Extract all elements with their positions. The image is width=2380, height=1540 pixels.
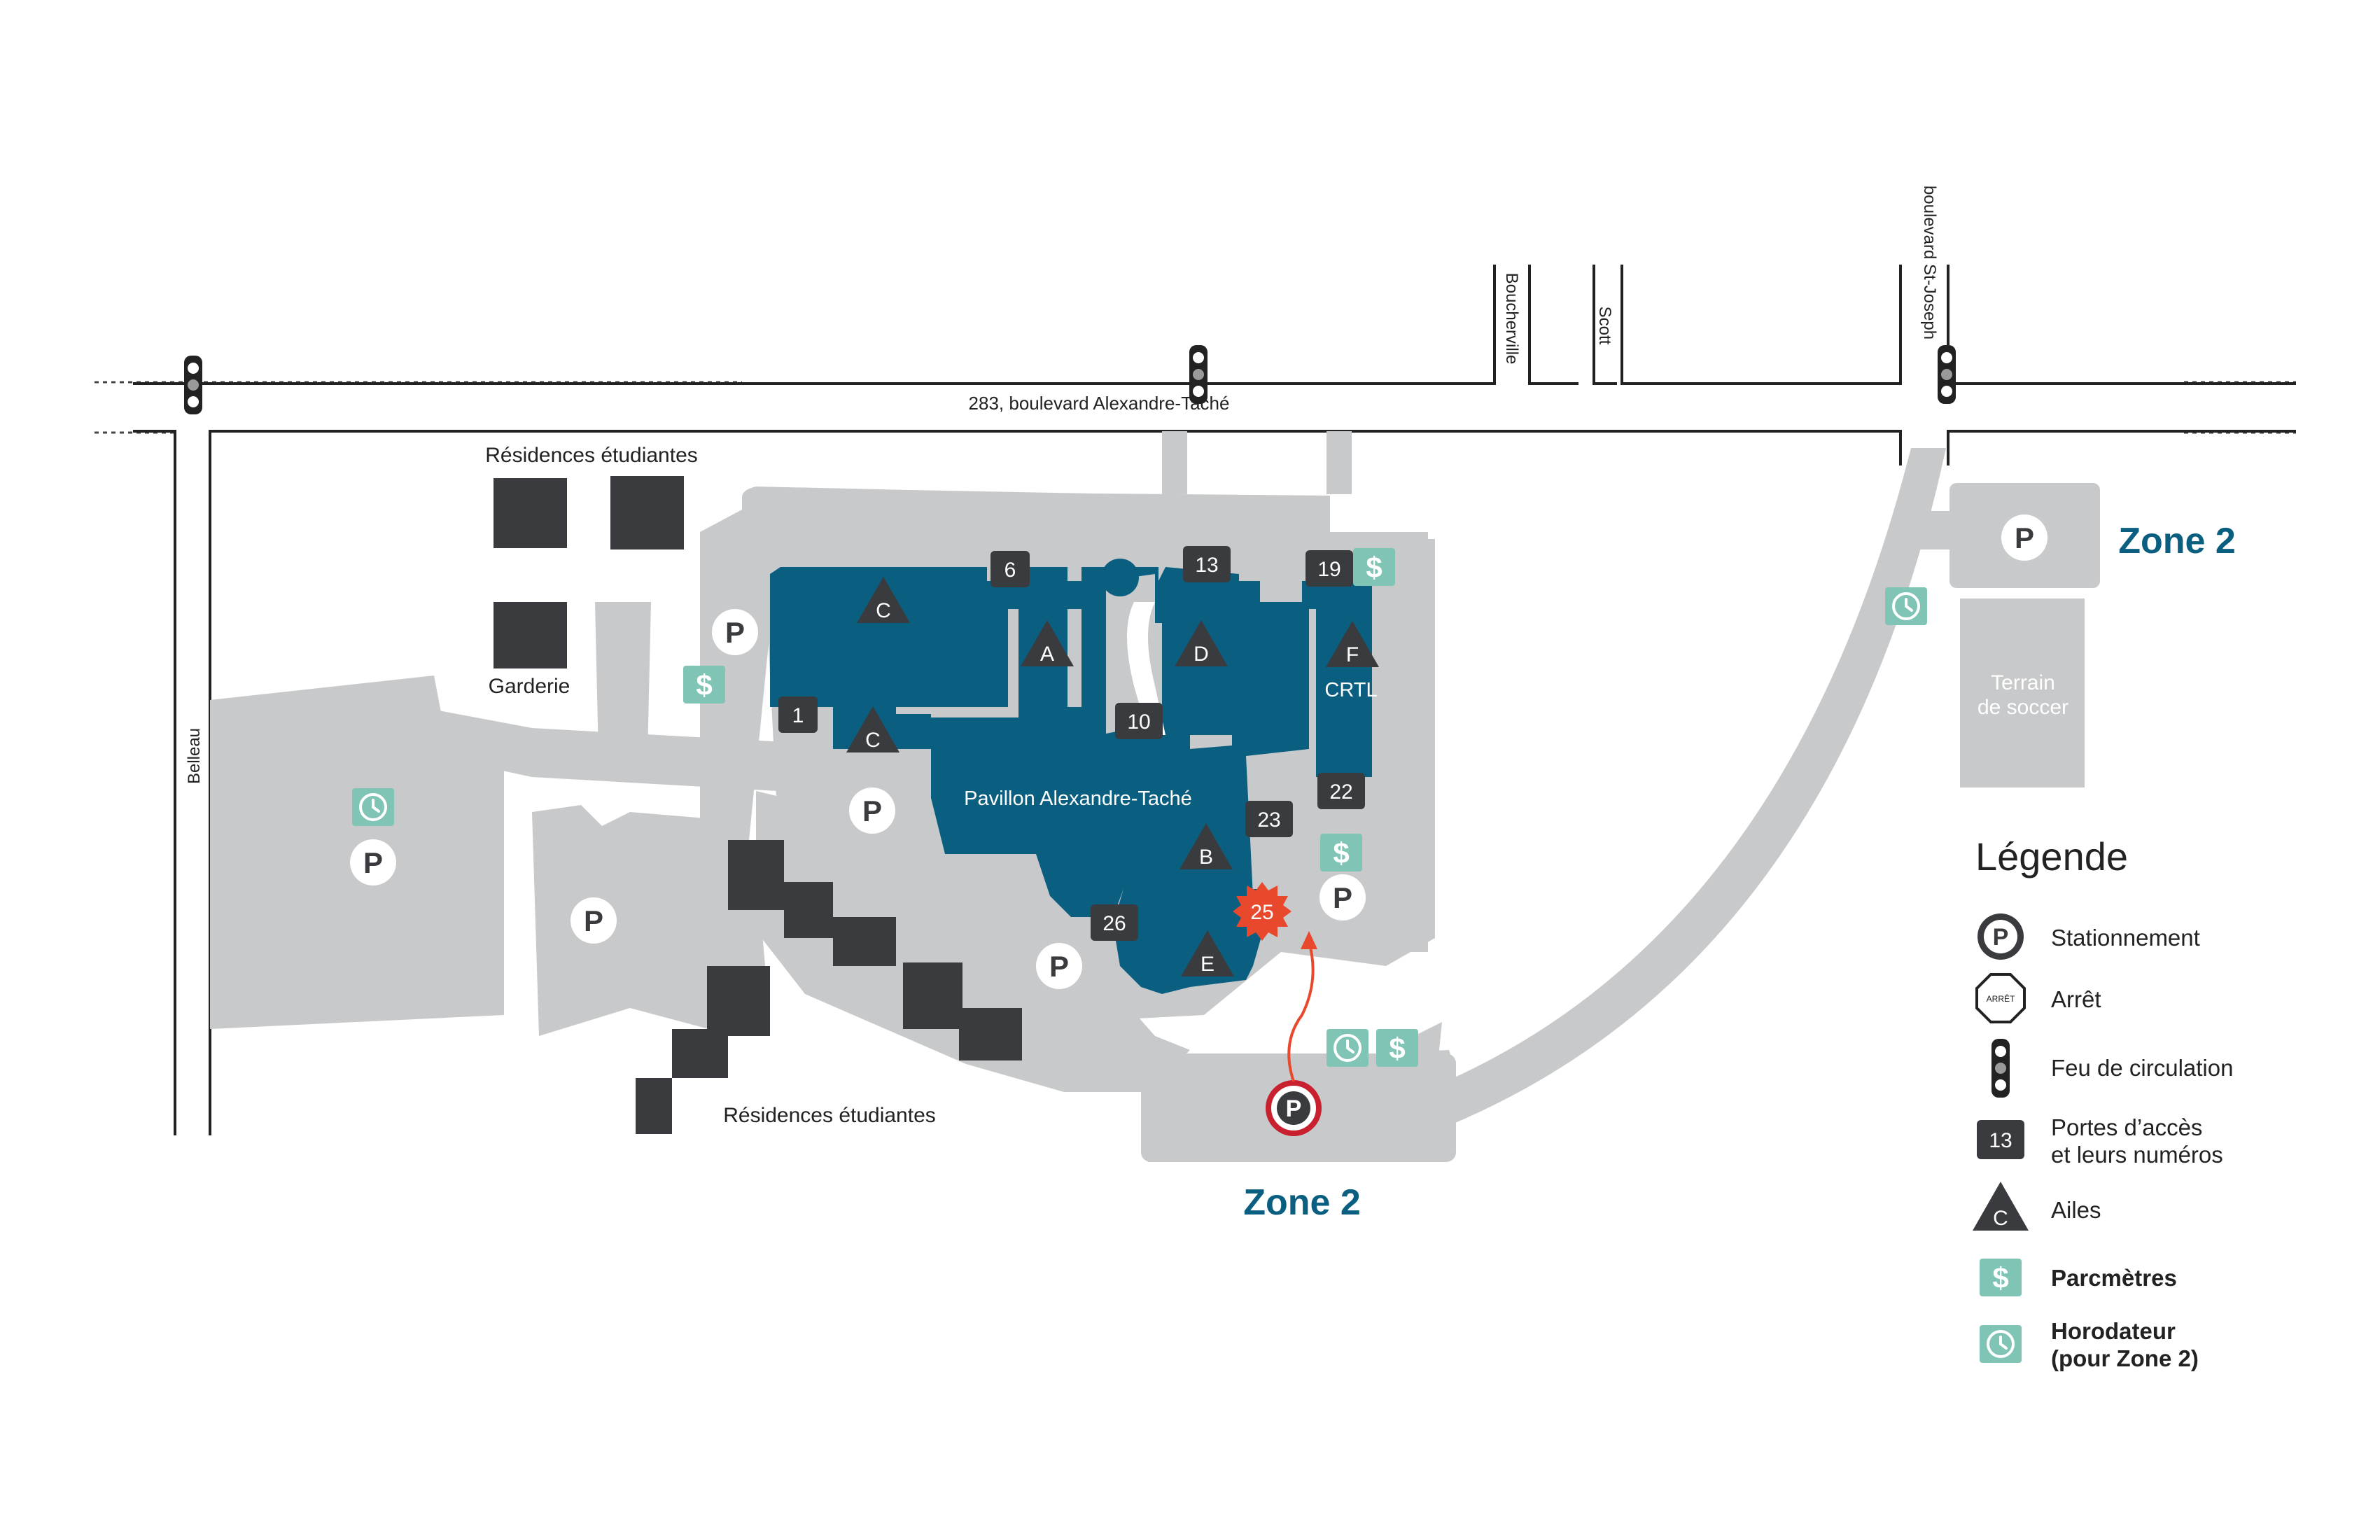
clock-icon [1978,1324,2023,1364]
wing-triangle-icon: C [1973,1182,2029,1231]
wing-triangle-icon: A [1021,620,1074,666]
zone-label-bottom: Zone 2 [1243,1182,1361,1223]
parking-icon[interactable] [1320,874,1366,920]
courtyard-path [1127,602,1166,735]
parking-icon[interactable] [2001,514,2047,561]
svg-text:26: 26 [1102,912,1126,935]
parking-icon[interactable] [350,839,396,886]
parking-icon[interactable] [570,897,617,944]
legend-feu: Feu de circulation [2051,1055,2233,1081]
svg-text:D: D [1194,643,1209,666]
legend-title: Légende [1975,834,2128,878]
label-residences-top: Résidences étudiantes [485,444,698,467]
parking-icon: P [1977,913,2024,960]
route-arrow-head [1301,931,1317,949]
legend: Légende P Stationnement ARRÊT Arrêt Feu … [1973,834,2233,1371]
wing-triangle-icon: E [1181,930,1234,976]
svg-text:$: $ [696,668,712,701]
door-badge-icon: 13 [1977,1120,2024,1159]
legend-horodateur-line2: (pour Zone 2) [2051,1345,2199,1371]
wing-triangle-icon: F [1326,621,1379,667]
door-badge-icon: 22 [1317,773,1365,809]
svg-text:C: C [1993,1207,2008,1230]
svg-text:ARRÊT: ARRÊT [1987,993,2015,1004]
label-terrain-2: de soccer [1977,696,2068,719]
svg-text:13: 13 [1195,554,1218,577]
stop-sign-icon: ARRÊT [1975,973,2026,1023]
svg-text:F: F [1346,643,1359,666]
svg-text:13: 13 [1989,1129,2012,1152]
svg-text:C: C [876,599,891,622]
svg-text:E: E [1200,953,1214,976]
street-label-boucherville: Boucherville [1502,273,1521,365]
legend-arret: Arrêt [2051,986,2101,1012]
legend-portes-line2: et leurs numéros [2051,1142,2223,1168]
meter-icon: $ [683,666,725,704]
meter-icon: $ [1353,548,1395,586]
legend-horodateur-line1: Horodateur [2051,1318,2176,1344]
traffic-light-icon [184,356,202,414]
svg-text:19: 19 [1317,558,1340,581]
meter-icon: $ [1320,834,1362,872]
door-badge-icon: 6 [990,551,1030,587]
clock-icon [351,787,396,827]
street-label-scott: Scott [1595,307,1614,345]
svg-text:$: $ [1333,836,1349,869]
wing-triangle-icon: D [1175,620,1228,666]
residence-buildings [493,476,1022,1134]
traffic-light-icon [1991,1039,2010,1098]
door-badge-icon: 1 [778,696,818,733]
door-badge-icon: 23 [1245,801,1293,837]
label-pavillon: Pavillon Alexandre-Taché [964,788,1192,810]
wing-triangle-icon: C [857,577,910,623]
street-label-main: 283, boulevard Alexandre-Taché [969,393,1230,414]
route-arrow [1287,941,1315,1082]
svg-text:$: $ [1366,551,1382,584]
traffic-light-icon [1938,345,1956,404]
door-badge-icon-25: 25 [1233,882,1292,941]
parking-icon[interactable] [1036,943,1082,989]
label-residences-bottom: Résidences étudiantes [723,1104,936,1127]
door-badge-icon: 13 [1183,546,1231,582]
wing-triangle-icon: B [1180,823,1233,869]
door-badge-icon: 10 [1115,703,1163,739]
pavillon-building [770,559,1372,994]
parking-icon[interactable] [712,609,758,655]
svg-text:P: P [1286,1096,1302,1122]
svg-text:C: C [865,729,881,752]
svg-text:22: 22 [1329,780,1352,804]
svg-text:B: B [1199,846,1213,869]
legend-parcmetres: Parcmètres [2051,1265,2177,1291]
label-garderie: Garderie [489,675,570,698]
legend-portes-line1: Portes d’accès [2051,1114,2202,1140]
legend-stationnement: Stationnement [2051,925,2200,951]
svg-text:23: 23 [1257,808,1280,832]
parking-icon[interactable] [849,788,895,834]
svg-text:10: 10 [1127,710,1150,734]
door-badge-icon: 26 [1091,904,1138,941]
meter-icon: $ [1376,1029,1418,1067]
parking-icon-highlighted[interactable]: P [1266,1080,1322,1136]
clock-icon [1325,1028,1370,1068]
label-crtl: CRTL [1324,679,1377,701]
svg-text:$: $ [1389,1032,1405,1065]
svg-text:1: 1 [792,704,804,727]
meter-icon: $ [1980,1259,2022,1296]
svg-text:25: 25 [1250,901,1273,924]
label-terrain-1: Terrain [1991,671,2055,694]
door-badge-icon: 19 [1306,550,1353,587]
svg-text:$: $ [1992,1261,2008,1294]
legend-ailes: Ailes [2051,1197,2101,1223]
svg-text:6: 6 [1004,559,1016,582]
svg-text:P: P [1993,924,2009,951]
wing-triangle-icon: C [846,706,899,752]
svg-text:A: A [1040,643,1054,666]
zone-label-right: Zone 2 [2118,521,2236,561]
street-label-st-joseph: boulevard St-Joseph [1920,186,1939,340]
street-label-belleau: Belleau [185,728,204,784]
clock-icon [1884,586,1928,626]
